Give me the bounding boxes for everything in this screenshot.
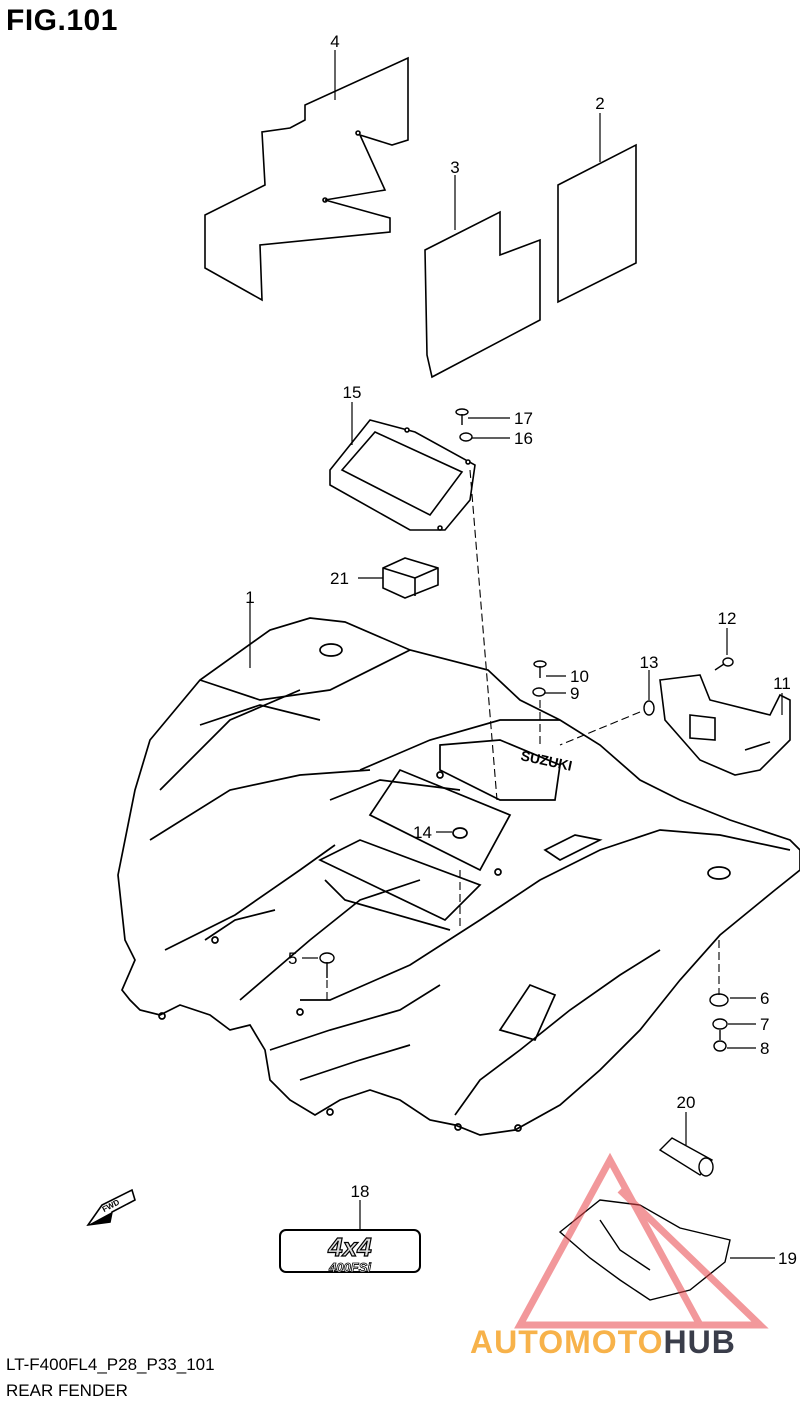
part-1-rear-fender: [117, 617, 800, 1136]
callout-8: 8: [760, 1039, 769, 1058]
callout-21: 21: [330, 569, 349, 588]
callout-12: 12: [718, 609, 737, 628]
watermark-part1: AUTOMOTO: [470, 1324, 664, 1360]
callout-3: 3: [450, 158, 459, 177]
callout-18: 18: [351, 1182, 370, 1201]
callout-2: 2: [595, 94, 604, 113]
callout-1: 1: [245, 588, 254, 607]
hardware-parts: [319, 408, 734, 1301]
callout-7: 7: [760, 1015, 769, 1034]
part-7-collar: [712, 1018, 728, 1030]
part-21-block: [382, 557, 439, 599]
callout-9: 9: [570, 684, 579, 703]
part-2-decal: [557, 143, 637, 304]
figure-title: FIG.101: [6, 4, 118, 37]
callout-19: 19: [778, 1249, 797, 1268]
callout-15: 15: [343, 383, 362, 402]
callout-16: 16: [514, 429, 533, 448]
figure-code: LT-F400FL4_P28_P33_101: [6, 1355, 215, 1374]
callout-14: 14: [413, 823, 432, 842]
figure-name: REAR FENDER: [6, 1381, 128, 1400]
callout-4: 4: [330, 32, 339, 51]
part-9-washer: [532, 687, 546, 697]
part-6-grommet: [709, 993, 729, 1007]
callout-5: 5: [288, 949, 297, 968]
part-11-bracket: [659, 674, 791, 776]
dashed-assembly-lines: [326, 469, 720, 1000]
part-4-decal: [204, 56, 409, 302]
callout-labels: 4 2 3 15 17 16 21 1 10 9 12 13 11 14 5 6…: [245, 32, 797, 1268]
fwd-arrow: FWD: [86, 1188, 136, 1227]
callout-17: 17: [514, 409, 533, 428]
fender-brand-text: SUZUKI: [519, 747, 573, 773]
watermark-logo: [514, 1152, 769, 1329]
part-3-decal: [424, 210, 541, 379]
watermark-part2: HUB: [663, 1324, 736, 1360]
part-18-decal: 4x4 400FSi: [279, 1229, 421, 1275]
callout-13: 13: [640, 653, 659, 672]
watermark-text: AUTOMOTOHUB: [470, 1324, 736, 1361]
callout-20: 20: [677, 1093, 696, 1112]
part-10-screw: [533, 660, 547, 678]
part-12-bolt: [714, 657, 734, 671]
callout-10: 10: [570, 667, 589, 686]
leader-lines: [249, 50, 783, 1259]
part-5-bolt: [319, 952, 335, 978]
callout-11: 11: [773, 674, 791, 693]
part-20-cylinder: [658, 1137, 714, 1177]
part-19-cover: [558, 1199, 731, 1301]
part-17-screw: [455, 408, 469, 425]
decal-18-line1: 4x4: [327, 1232, 372, 1262]
part-15-tray: [329, 419, 476, 531]
callout-6: 6: [760, 989, 769, 1008]
part-8-bolt: [713, 1030, 727, 1052]
decal-18-line2: 400FSi: [328, 1260, 371, 1275]
part-16-nut: [459, 432, 473, 442]
part-13-washer: [643, 700, 655, 716]
